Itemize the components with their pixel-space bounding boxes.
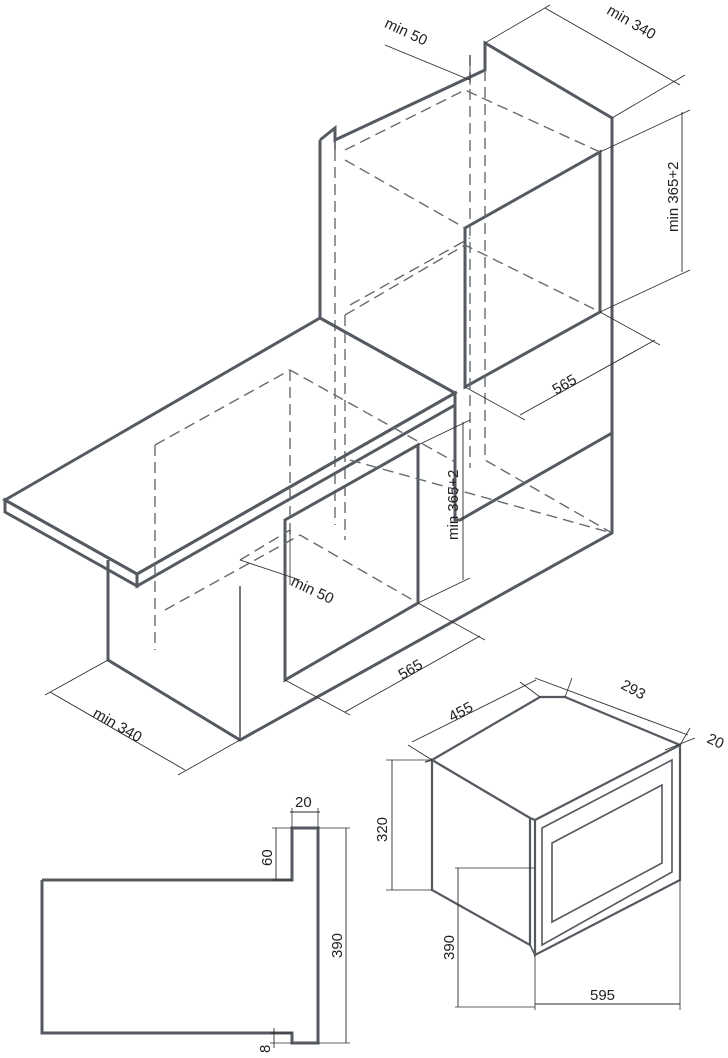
- label-oven-20: 20: [704, 730, 726, 752]
- label-top-min50: min 50: [382, 15, 430, 49]
- lower-niche-opening: [283, 442, 420, 683]
- countertop-right: [135, 390, 457, 589]
- label-top-min340: min 340: [604, 2, 659, 43]
- dim-line-min340: [544, 7, 681, 86]
- appliance-unit: [424, 695, 682, 957]
- side-profile-outline: [40, 826, 320, 1045]
- label-side-390: 390: [329, 933, 346, 958]
- hidden-edge: [164, 534, 419, 611]
- hidden-edge: [344, 89, 601, 153]
- dim-line-lower-min50: [239, 559, 301, 581]
- label-lower-min50: min 50: [288, 573, 336, 607]
- label-oven-390: 390: [441, 935, 458, 960]
- label-side-60: 60: [259, 849, 276, 866]
- dim-line-20: [664, 737, 696, 751]
- dim-line-min50: [384, 44, 471, 81]
- label-upper-min365: min 365+2: [665, 162, 682, 232]
- dim-line-lower-depth: [49, 691, 186, 771]
- label-oven-293: 293: [618, 677, 648, 704]
- hidden-edge: [344, 244, 601, 316]
- label-oven-455: 455: [446, 699, 476, 726]
- label-side-8: 8: [257, 1045, 274, 1053]
- label-lower-min365: min 365+2: [445, 470, 462, 540]
- label-lower-565: 565: [396, 656, 426, 683]
- dim-line-455: [411, 679, 537, 743]
- label-oven-595: 595: [590, 987, 615, 1004]
- hidden-edge: [349, 237, 471, 306]
- appliance-door-frame: [541, 758, 673, 947]
- dim-line-lower-width: [344, 635, 481, 713]
- countertop-top: [1, 316, 459, 576]
- label-side-20: 20: [295, 794, 312, 811]
- label-lower-min340: min 340: [90, 705, 145, 746]
- lower-cabinet: [1, 316, 614, 742]
- hidden-edge: [349, 459, 613, 534]
- dim-line-293: [534, 677, 689, 736]
- hidden-edge: [239, 529, 291, 561]
- tall-cabinet: [318, 40, 614, 540]
- upper-dimensions: min 50 min 340 min 365+2 565: [382, 2, 691, 421]
- side-profile: 20 60 390 8: [40, 794, 350, 1053]
- countertop-front: [3, 497, 139, 589]
- hidden-edge: [484, 70, 613, 534]
- appliance-window: [551, 783, 663, 924]
- label-upper-565: 565: [550, 371, 580, 398]
- hidden-edge: [344, 159, 466, 229]
- dim-line-upper-width: [519, 339, 656, 416]
- label-oven-320: 320: [374, 817, 391, 842]
